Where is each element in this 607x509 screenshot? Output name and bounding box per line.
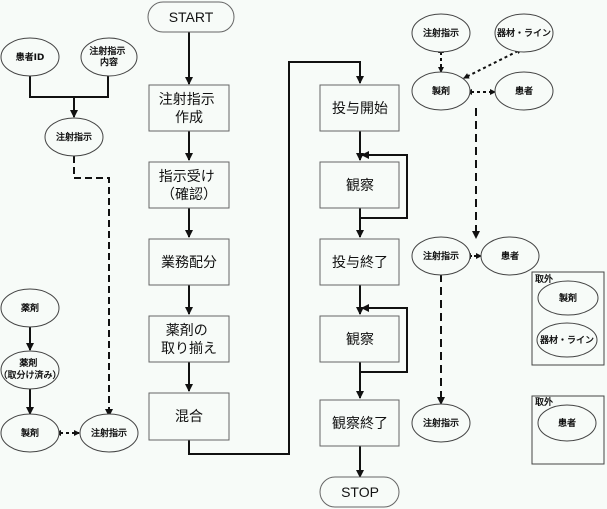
ellipse-order-left: 注射指示: [44, 117, 104, 157]
removed-frame-2: 取外 患者: [531, 395, 605, 465]
frame-label: 取外: [535, 273, 553, 285]
process-label: 業務配分: [161, 255, 217, 271]
main-flow-connectors: [185, 32, 408, 478]
process-label: 観察終了: [332, 415, 388, 432]
left-info-connectors: [26, 76, 113, 436]
process-box-receive-order: 指示受け （確認）: [148, 161, 230, 209]
ellipse-label: 製剤: [431, 85, 450, 97]
ellipse-label: （取分け済み）: [0, 369, 62, 381]
process-label: 薬剤の: [166, 323, 208, 339]
ellipse-label: 患者: [515, 85, 533, 97]
svg-text:薬剤の 取り揃え: 薬剤の 取り揃え: [161, 323, 217, 357]
ellipse-label: 注射指示: [423, 250, 459, 262]
ellipse-drug: 薬剤: [0, 288, 60, 328]
ellipse-label: 器材・ライン: [539, 334, 594, 346]
start-label: START: [169, 9, 214, 25]
ellipse-drug-sorted: 薬剤 （取分け済み）: [0, 350, 62, 390]
ellipse-patient-right-mid: 患者: [480, 236, 540, 276]
stop-terminal: STOP: [319, 476, 400, 508]
stop-label: STOP: [341, 484, 379, 500]
process-box-observe-end: 観察終了: [319, 399, 400, 447]
right-info-connectors: [437, 47, 523, 405]
process-box-assign-task: 業務配分: [148, 238, 230, 286]
process-box-admin-start: 投与開始: [319, 84, 400, 132]
ellipse-label: 注射指示: [423, 27, 459, 39]
ellipse-label: 患者: [501, 250, 519, 262]
ellipse-equipment-top: 器材・ライン: [494, 13, 554, 53]
ellipse-label: 製剤: [20, 427, 39, 439]
ellipse-label: 薬剤: [19, 357, 37, 369]
dashed-order-to-bottom-order: [73, 156, 113, 417]
ellipse-label: 器材・ライン: [496, 27, 551, 39]
process-box-create-order: 注射指示 作成: [148, 84, 230, 132]
process-label: 投与開始: [332, 101, 388, 117]
process-label: 投与終了: [332, 255, 388, 271]
loop-observe-2: [360, 304, 408, 373]
svg-text:指示受け （確認）: 指示受け （確認）: [159, 169, 219, 203]
process-box-observe-1: 観察: [319, 161, 400, 209]
removed-frame-1: 取外 製剤 器材・ライン: [531, 271, 605, 366]
frame-label: 取外: [535, 396, 553, 408]
process-label: 注射指示: [159, 92, 215, 108]
ellipse-label: 患者ID: [16, 51, 45, 63]
process-box-admin-end: 投与終了: [319, 238, 400, 286]
ellipse-order-right-top: 注射指示: [411, 13, 471, 53]
svg-text:注射指示 作成: 注射指示 作成: [159, 92, 219, 126]
process-label: 混合: [175, 409, 203, 425]
ellipse-label: 製剤: [558, 292, 577, 304]
ellipse-label: 注射指示: [56, 131, 92, 143]
ellipse-label: 注射指示: [89, 45, 125, 57]
ellipse-label: 注射指示: [423, 417, 459, 429]
process-box-mix: 混合: [148, 392, 230, 441]
ellipse-label: 薬剤: [21, 302, 39, 314]
dotted-equipment-prepared-link: [463, 48, 523, 79]
ellipse-label: 注射指示: [91, 427, 127, 439]
ellipse-order-right-bottom: 注射指示: [411, 403, 471, 443]
process-label: 作成: [175, 110, 203, 126]
ellipse-label: 患者: [558, 417, 576, 429]
ellipse-order-right-mid: 注射指示: [411, 236, 471, 276]
connector-patient-id-merge: [29, 76, 109, 98]
loop-observe-1: [360, 151, 408, 219]
svg-text:注射指示 内容: 注射指示 内容: [89, 45, 128, 68]
ellipse-label: 内容: [100, 56, 118, 68]
ellipse-patient-right-top: 患者: [494, 71, 554, 111]
process-label: 指示受け: [159, 169, 215, 185]
ellipse-patient-id: 患者ID: [0, 37, 60, 77]
ellipse-order-left-bottom: 注射指示: [79, 413, 139, 453]
connector-mix-admin-start: [188, 61, 364, 455]
ellipse-prepared-drug-left: 製剤: [0, 413, 60, 453]
ellipse-order-content: 注射指示 内容: [80, 37, 138, 77]
start-terminal: START: [147, 1, 235, 33]
svg-text:薬剤 （取分け済み）: 薬剤 （取分け済み）: [0, 357, 62, 381]
process-box-prepare-drug: 薬剤の 取り揃え: [148, 315, 230, 363]
process-label: 観察: [346, 177, 374, 194]
process-box-observe-2: 観察: [319, 315, 400, 363]
process-label: （確認）: [161, 187, 217, 203]
process-label: 取り揃え: [161, 341, 217, 357]
ellipse-prepared-drug-right: 製剤: [411, 71, 471, 111]
process-label: 観察: [346, 331, 374, 348]
